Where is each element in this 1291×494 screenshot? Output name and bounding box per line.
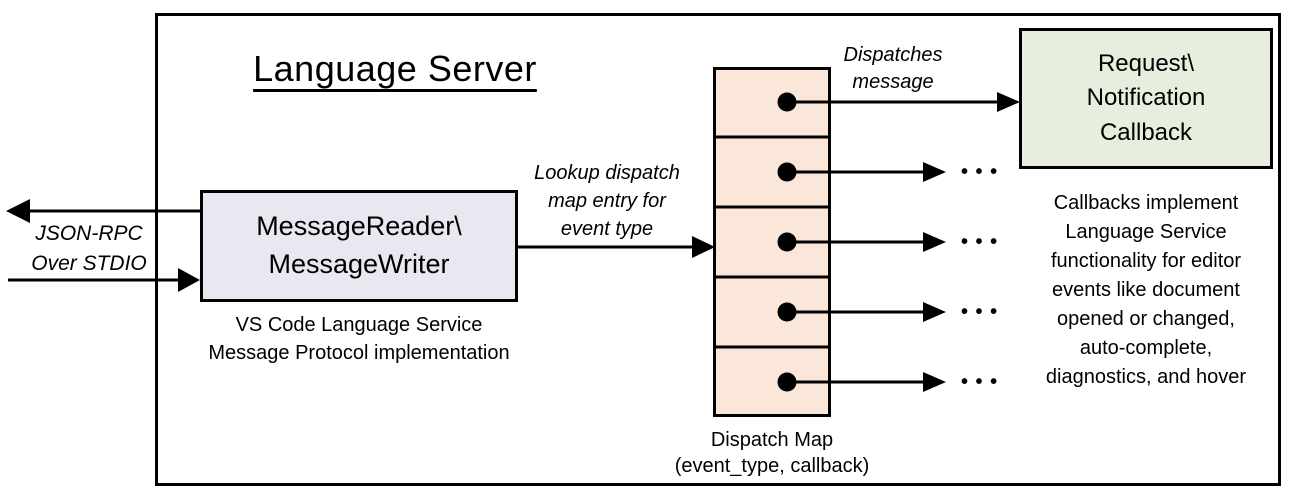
callbacks-description: Callbacks implement Language Service fun… — [1045, 192, 1247, 388]
json-rpc-stdio-label: JSON-RPC Over STDIO — [31, 222, 147, 276]
message-reader-writer-box: MessageReader\ MessageWriter — [200, 190, 518, 302]
dispatch-map-box — [713, 67, 831, 417]
message-reader-caption: VS Code Language Service Message Protoco… — [208, 314, 510, 364]
dispatches-message-label: Dispatches message — [843, 44, 943, 93]
lookup-dispatch-label: Lookup dispatch map entry for event type — [534, 162, 680, 240]
request-notification-callback-box: Request\ Notification Callback — [1019, 28, 1273, 169]
language-server-boundary-box — [155, 13, 1281, 486]
ellipsis-row-2: • • • — [961, 161, 999, 183]
ellipsis-row-4: • • • — [961, 301, 999, 323]
diagram-title: Language Server — [253, 48, 537, 89]
dispatch-map-caption: Dispatch Map (event_type, callback) — [674, 429, 870, 477]
ellipsis-row-3: • • • — [961, 231, 999, 253]
ellipsis-row-5: • • • — [961, 371, 999, 393]
